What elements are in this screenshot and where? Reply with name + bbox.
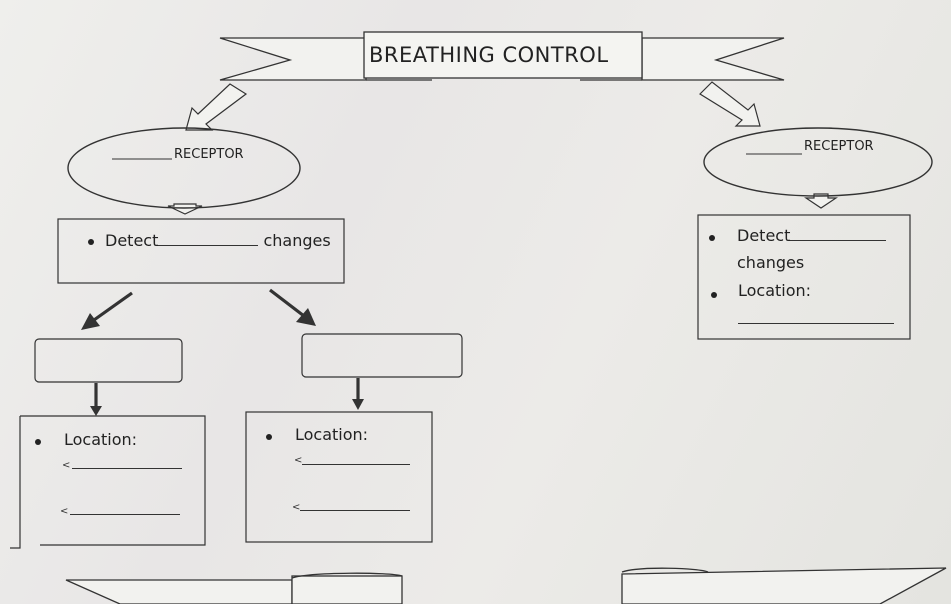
left-receptor-ellipse <box>67 127 301 209</box>
right-changes-word: changes <box>737 253 805 272</box>
middle-location-label: Location: <box>295 425 369 444</box>
marker: < <box>62 460 71 471</box>
right-location-label: Location: <box>738 281 812 300</box>
banner-right-tail <box>641 37 785 81</box>
right-receptor-ellipse <box>703 127 933 197</box>
bullet <box>35 439 41 445</box>
bottom-banner <box>65 567 947 604</box>
marker: < <box>294 455 303 466</box>
answer-blank[interactable] <box>790 239 887 241</box>
bullet <box>711 292 717 298</box>
marker: < <box>292 502 301 513</box>
answer-blank[interactable] <box>70 514 180 515</box>
arrow-to-right-receptor <box>699 81 761 127</box>
right-detect-text: Detect <box>737 226 887 245</box>
right-receptor-label: RECEPTOR <box>804 139 874 154</box>
detect-word: Detect <box>105 231 159 250</box>
bullet <box>266 434 272 440</box>
left-location-box <box>10 415 206 549</box>
marker: < <box>60 506 69 517</box>
left-location-label: Location: <box>64 430 138 449</box>
answer-blank[interactable] <box>300 510 410 511</box>
changes-word: changes <box>263 231 331 250</box>
middle-blank-box <box>301 333 463 378</box>
left-receptor-label: RECEPTOR <box>174 147 244 162</box>
left-detect-text: Detect changes <box>105 231 331 250</box>
answer-blank[interactable] <box>72 468 182 469</box>
banner-center <box>363 31 643 79</box>
answer-blank[interactable] <box>158 244 259 246</box>
arrow-to-left-receptor <box>185 83 248 131</box>
answer-blank[interactable] <box>302 464 410 465</box>
bullet <box>88 239 94 245</box>
left-detect-box <box>57 218 345 284</box>
title-banner <box>219 31 785 81</box>
right-detect-box <box>697 214 911 340</box>
answer-blank[interactable] <box>738 323 894 324</box>
solid-arrows <box>81 288 364 416</box>
detect-word: Detect <box>737 226 791 245</box>
bullet <box>709 235 715 241</box>
hollow-arrows <box>167 81 838 215</box>
middle-location-box <box>245 411 433 543</box>
page-title: BREATHING CONTROL <box>369 43 609 67</box>
banner-left-tail <box>219 37 367 81</box>
arrow-right-receptor-down <box>804 193 838 209</box>
left-blank-box <box>34 338 183 383</box>
arrow-left-receptor-down <box>167 203 203 215</box>
